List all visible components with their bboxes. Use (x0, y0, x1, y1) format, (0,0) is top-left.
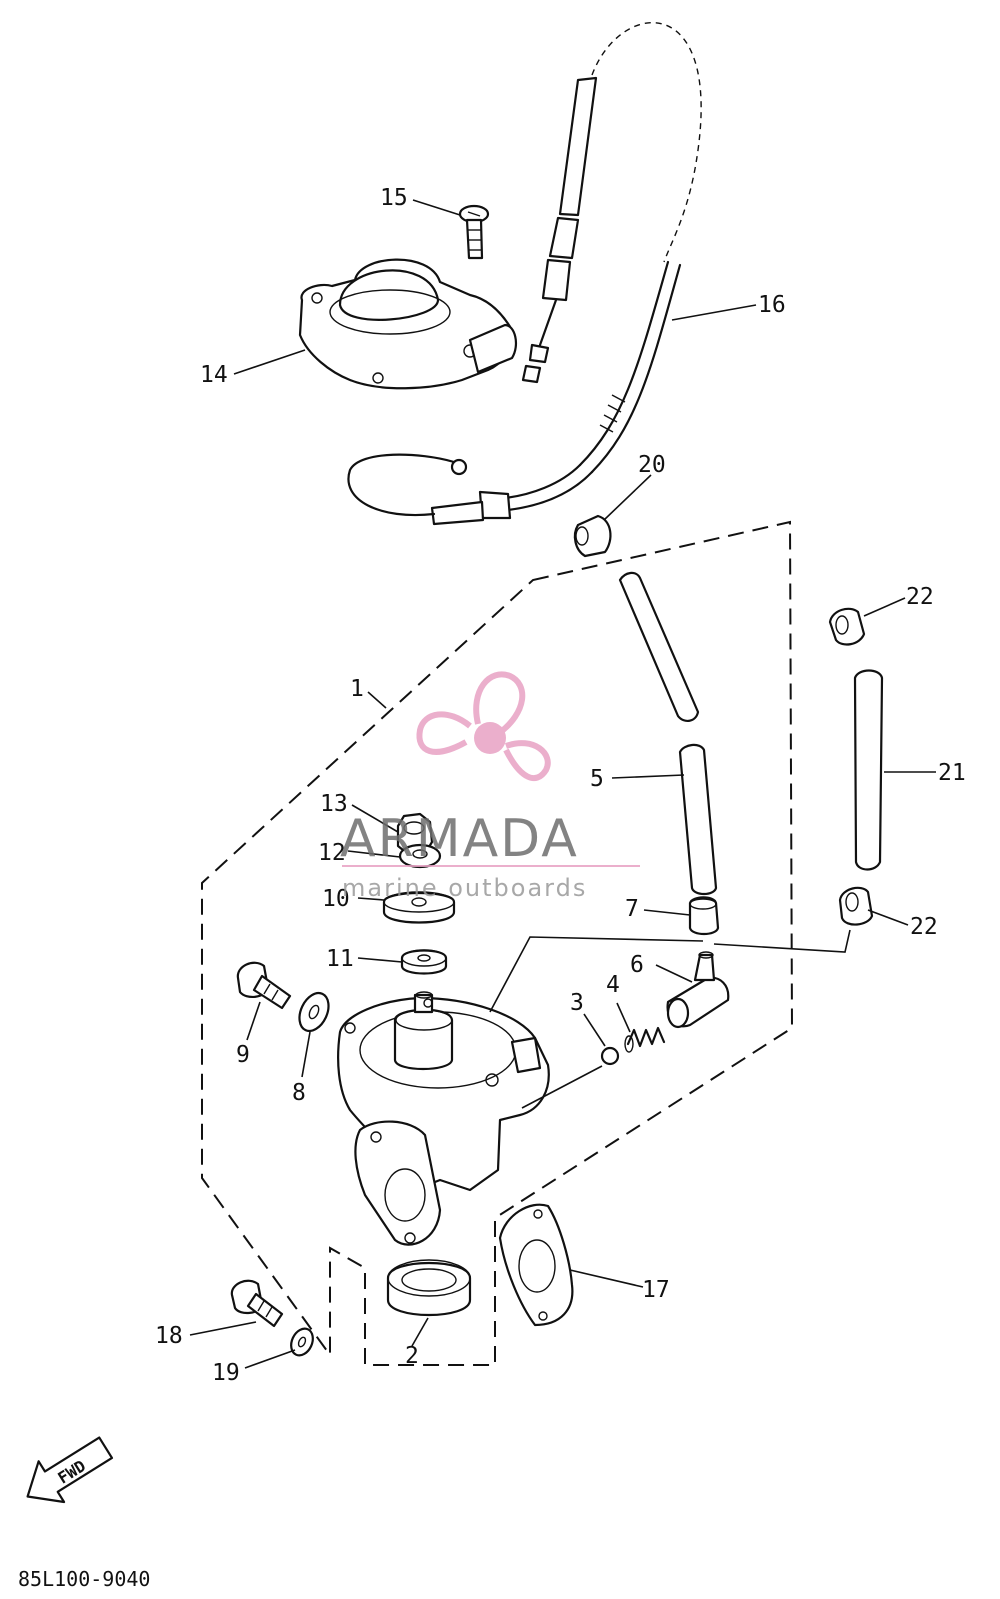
part-9-bolt (236, 961, 292, 1010)
part-13-nut (396, 812, 434, 856)
part-20-connector (573, 514, 612, 558)
part-6-fitting (666, 951, 730, 1029)
assembly-boundary (201, 520, 794, 1366)
callout-18: 18 (155, 1323, 183, 1349)
part-8-washer (298, 991, 330, 1033)
callout-5: 5 (590, 766, 604, 792)
fwd-arrow-icon (26, 1436, 114, 1504)
callout-14: 14 (200, 362, 228, 388)
pump-body (337, 991, 550, 1246)
part-14-cover (298, 258, 518, 390)
part-19-washer (290, 1327, 314, 1357)
callout-22-top: 22 (906, 584, 934, 610)
part-15-screw (458, 204, 490, 260)
part-7-connector (688, 896, 720, 936)
callout-20: 20 (638, 452, 666, 478)
callout-8: 8 (292, 1080, 306, 1106)
part-21-hose (853, 669, 884, 871)
callout-22-bottom: 22 (910, 914, 938, 940)
control-cable (521, 21, 702, 384)
part-3-ball (600, 1046, 620, 1066)
part-22-connector-top (828, 607, 866, 646)
propeller-logo (416, 671, 551, 782)
callout-11: 11 (326, 946, 354, 972)
callout-12: 12 (318, 840, 346, 866)
callout-13: 13 (320, 791, 348, 817)
part-11-washer (400, 949, 448, 975)
diagram-code: 85L100-9040 (18, 1567, 150, 1591)
part-16-hose (347, 260, 682, 526)
part-10-grommet (382, 891, 456, 924)
callout-15: 15 (380, 185, 408, 211)
callout-10: 10 (322, 886, 350, 912)
callout-16: 16 (758, 292, 786, 318)
callout-7: 7 (625, 896, 639, 922)
part-5-hose (618, 571, 718, 896)
part-18-bolt (230, 1279, 284, 1328)
callout-3: 3 (570, 990, 584, 1016)
watermark-tagline: marine outboards (342, 874, 587, 902)
callout-9: 9 (236, 1042, 250, 1068)
propeller-hub (474, 722, 506, 754)
callout-21: 21 (938, 760, 966, 786)
callout-17: 17 (642, 1277, 670, 1303)
callout-1: 1 (350, 676, 364, 702)
callout-4: 4 (606, 972, 620, 998)
part-2-seal (386, 1259, 472, 1317)
callout-19: 19 (212, 1360, 240, 1386)
watermark-brand: ARMADA (340, 809, 579, 869)
routing-lines (489, 929, 851, 1109)
callout-6: 6 (630, 952, 644, 978)
fwd-arrow: FWD (26, 1436, 114, 1504)
callout-labels: 1 2 3 4 5 6 7 8 9 10 11 12 13 14 15 16 1… (155, 185, 966, 1386)
part-17-gasket (498, 1203, 574, 1327)
callout-2: 2 (405, 1343, 419, 1369)
part-4-spring (624, 1026, 666, 1053)
watermark: ARMADA marine outboards (340, 671, 640, 902)
part-22-connector-bottom (838, 886, 874, 926)
leader-lines (189, 199, 936, 1369)
